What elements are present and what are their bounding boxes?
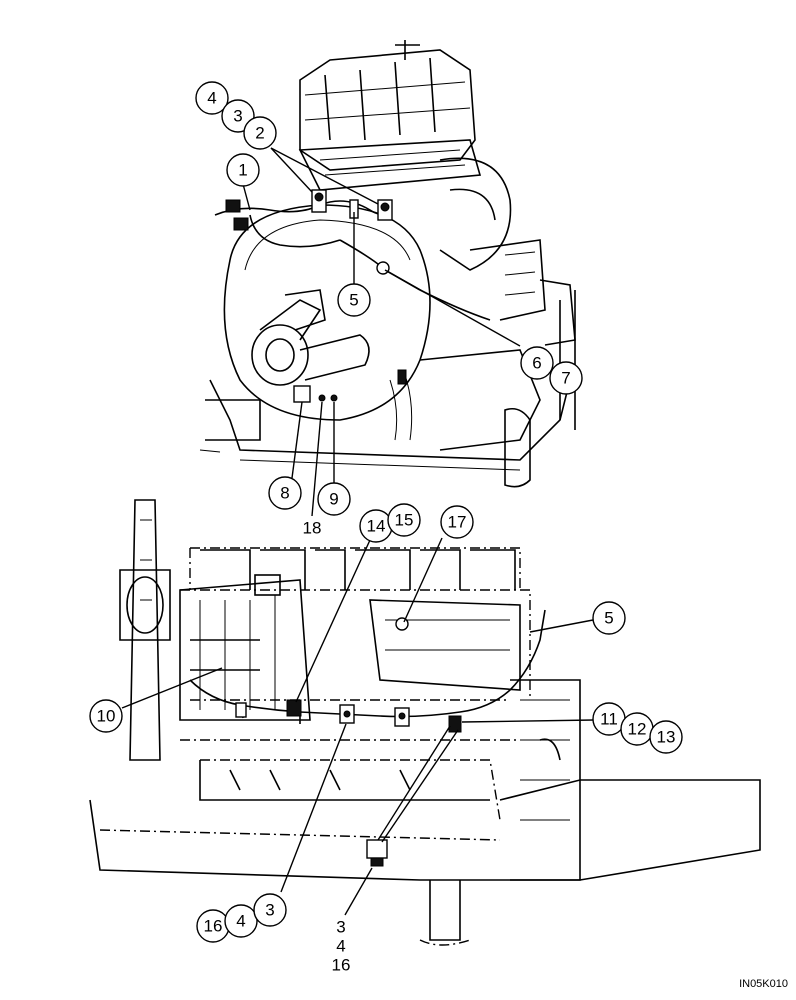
- svg-text:15: 15: [395, 511, 414, 530]
- callouts-top: 4 3 2 1 5 6 7 8: [195, 81, 583, 538]
- svg-text:16: 16: [204, 917, 223, 936]
- svg-text:10: 10: [97, 707, 116, 726]
- label-4-stack: 4: [336, 937, 345, 956]
- svg-text:8: 8: [280, 484, 289, 503]
- callout-5-bottom: 5: [592, 601, 626, 635]
- callouts-bottom: 14 15 17 5 10 11 12 13: [89, 503, 683, 975]
- svg-text:17: 17: [448, 513, 467, 532]
- callout-1-top: 1: [226, 153, 260, 187]
- figure-code: IN05K010: [739, 978, 788, 990]
- callout-4-top: 4: [195, 81, 229, 115]
- svg-text:11: 11: [600, 710, 618, 729]
- callout-7-top: 7: [549, 361, 583, 395]
- top-engine-illustration: [199, 40, 576, 488]
- svg-text:7: 7: [561, 369, 570, 388]
- callout-15: 15: [387, 503, 421, 537]
- svg-text:3: 3: [233, 107, 242, 126]
- callout-11: 11: [592, 702, 626, 736]
- label-18: 18: [303, 519, 322, 538]
- callout-10: 10: [89, 699, 123, 733]
- svg-text:4: 4: [236, 912, 245, 931]
- svg-text:2: 2: [255, 124, 264, 143]
- svg-text:12: 12: [628, 720, 647, 739]
- callout-3-bottom: 3: [253, 893, 287, 927]
- callout-9-top: 9: [317, 482, 351, 516]
- svg-text:9: 9: [329, 490, 338, 509]
- callout-14: 14: [359, 509, 393, 543]
- bottom-engine-illustration: [89, 499, 761, 946]
- callout-8-top: 8: [268, 476, 302, 510]
- svg-text:5: 5: [604, 609, 613, 628]
- callout-12: 12: [620, 712, 654, 746]
- svg-text:1: 1: [238, 161, 247, 180]
- label-3-stack: 3: [336, 918, 345, 937]
- callout-4-bottom: 4: [224, 904, 258, 938]
- callout-16-bottom: 16: [196, 909, 230, 943]
- callout-6-top: 6: [520, 346, 554, 380]
- svg-text:5: 5: [349, 291, 358, 310]
- svg-text:14: 14: [367, 517, 386, 536]
- svg-text:3: 3: [265, 901, 274, 920]
- svg-text:6: 6: [532, 354, 541, 373]
- svg-text:4: 4: [207, 89, 216, 108]
- callout-2-top: 2: [243, 116, 277, 150]
- callout-13: 13: [649, 720, 683, 754]
- callout-5-top: 5: [337, 283, 371, 317]
- svg-text:13: 13: [657, 728, 676, 747]
- leader-lines: [121, 147, 595, 916]
- label-16-stack: 16: [332, 956, 351, 975]
- callout-17: 17: [440, 505, 474, 539]
